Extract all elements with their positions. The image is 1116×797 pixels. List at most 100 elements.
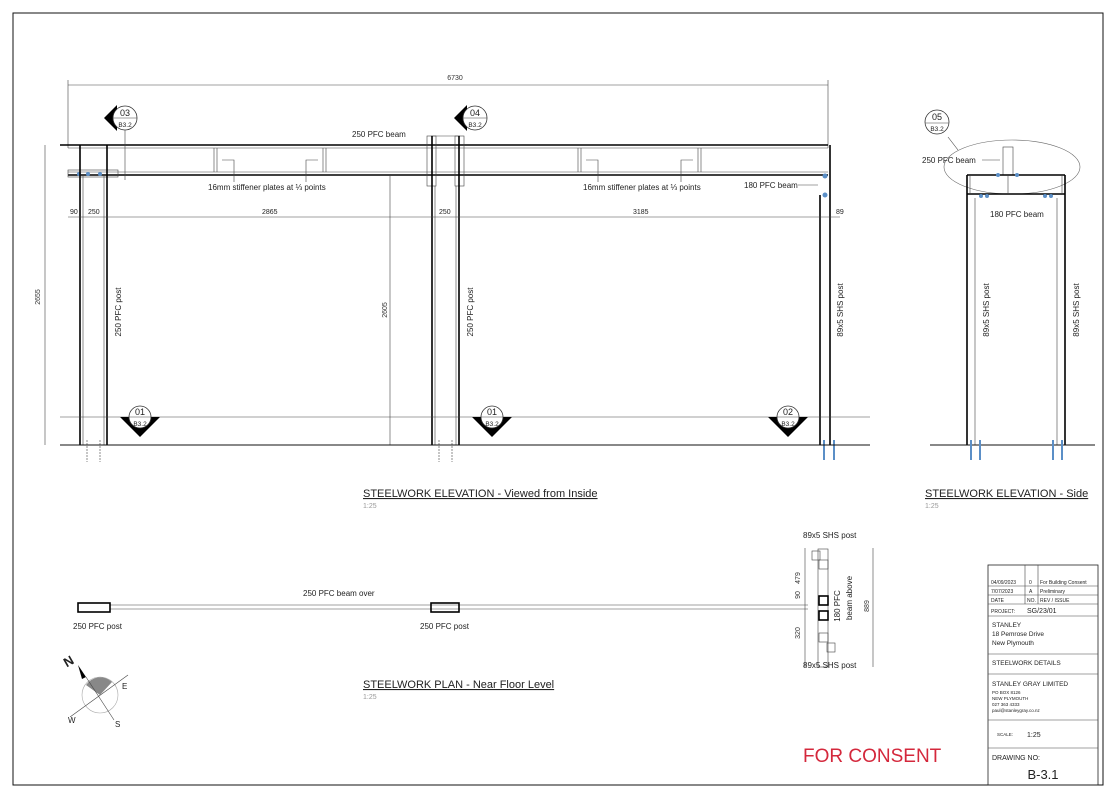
drawing-text: DATE (991, 598, 1005, 604)
plan-view: 250 PFC beam over 250 PFC post 250 PFC p… (73, 531, 874, 701)
side-beam-label: 180 PFC beam (990, 210, 1044, 219)
drawing-linework (680, 159, 693, 182)
drawing-text: N (61, 652, 77, 670)
drawing-linework (104, 105, 117, 131)
drawing-linework (79, 136, 831, 445)
drawing-linework (305, 159, 318, 182)
drawing-text: Preliminary (1040, 589, 1066, 595)
drawing-linework (78, 665, 86, 679)
dim-2865: 2865 (262, 209, 278, 216)
section-marker-03[interactable]: 03 B3.2 (104, 105, 138, 180)
drawing-linework (818, 595, 829, 606)
drawing-text: E (122, 682, 127, 691)
beam-label: 250 PFC beam (352, 130, 406, 139)
side-post-right: 89x5 SHS post (1072, 283, 1081, 337)
company-name: STANLEY GRAY LIMITED (992, 681, 1068, 688)
dim-250-mid: 250 (439, 209, 451, 216)
plan-dim-90: 90 (795, 591, 802, 599)
drawing-text: B3.2 (930, 126, 944, 133)
height-dim-inner: 2605 (382, 302, 389, 318)
drawing-linework (818, 632, 829, 643)
section-marker-01-left[interactable]: 01 B3.2 (120, 405, 160, 437)
drawing-linework (86, 677, 112, 695)
drawing-linework (1061, 440, 1063, 460)
drawing-linework (1049, 194, 1053, 198)
drawing-linework (77, 602, 111, 613)
drawing-linework (85, 676, 115, 721)
drawing-text: 01 (487, 407, 497, 417)
drawing-scale: 1:25 (1027, 732, 1041, 739)
drawing-text: 04 (470, 108, 480, 118)
drawing-text: B3.2 (485, 421, 499, 428)
stiffener-label-right: 16mm stiffener plates at ⅓ points (583, 183, 701, 192)
drawing-linework (222, 159, 235, 182)
drawing-text: 03 (120, 108, 130, 118)
drawing-linework (826, 642, 836, 653)
sheet-border (12, 12, 1104, 786)
post-label-mid: 250 PFC post (466, 287, 475, 337)
drawing-text: NEW PLYMOUTH (992, 696, 1028, 701)
end-beam-label: 180 PFC beam (744, 181, 798, 190)
drawing-text: New Plymouth (992, 640, 1034, 647)
post-label-left: 250 PFC post (114, 287, 123, 337)
section-marker-04[interactable]: 04 B3.2 (454, 105, 488, 131)
drawing-text: STANLEY (992, 622, 1022, 629)
drawing-linework (979, 173, 1053, 198)
drawing-linework (833, 440, 835, 460)
drawing-number: B-3.1 (1027, 767, 1058, 782)
drawing-linework: STANLEY 18 Pemrose Drive New Plymouth ST… (992, 622, 1068, 688)
drawing-linework (586, 159, 599, 182)
drawing-text: B3.2 (468, 122, 482, 129)
drawing-linework (86, 172, 90, 176)
drawing-text: For Building Consent (1040, 580, 1087, 586)
drawing-text: B3.2 (118, 122, 132, 129)
section-marker-05[interactable]: 05 B3.2 (924, 109, 950, 135)
drawing-linework (77, 172, 828, 198)
drawing-linework (1052, 440, 1054, 460)
drawing-linework (86, 440, 453, 462)
plan-shs-top: 89x5 SHS post (803, 531, 857, 540)
drawing-text: 04/09/2023 (991, 580, 1016, 586)
drawing-text: 01 (135, 407, 145, 417)
drawing-linework (966, 175, 1066, 445)
drawing-linework (822, 192, 828, 198)
drawing-text: SCALE: (997, 732, 1013, 737)
project-number: SG/23/01 (1027, 608, 1057, 615)
plan-title: STEELWORK PLAN - Near Floor Level (363, 679, 554, 691)
drawing-text: PROJECT: (991, 609, 1015, 615)
plan-post-mid: 250 PFC post (420, 622, 470, 631)
drawing-text: 7/07/2023 (991, 589, 1013, 595)
drawing-linework (823, 440, 835, 460)
elevation-side: 05 B3.2 250 PFC beam 180 PFC beam 89x5 S… (922, 109, 1095, 510)
drawing-linework (943, 139, 1081, 195)
drawing-text: REV / ISSUE (1040, 598, 1070, 604)
drawing-text: 0 (1029, 580, 1032, 586)
height-dim-outer: 2655 (35, 289, 42, 305)
drawing-linework (811, 550, 821, 561)
compass-icon: N E S W (61, 652, 129, 729)
drawing-text: 02 (783, 407, 793, 417)
drawing-linework (974, 198, 1058, 445)
drawing-linework (817, 548, 829, 668)
drawing-linework (818, 610, 829, 621)
drawing-linework: 04/09/2023 0 For Building Consent 7/07/2… (991, 580, 1087, 615)
drawing-text: B3.2 (133, 421, 147, 428)
plan-dim-320: 320 (795, 627, 802, 639)
drawing-text: NO. (1027, 598, 1036, 604)
section-marker-01-mid[interactable]: 01 B3.2 (472, 405, 512, 437)
drawing-linework (430, 602, 460, 613)
drawing-linework: PO BOX 8126 NEW PLYMOUTH 027 363 4333 pa… (992, 690, 1041, 737)
overall-dimension: 6730 (447, 75, 463, 82)
drawing-text: 18 Pemrose Drive (992, 631, 1044, 638)
for-consent-stamp: FOR CONSENT (803, 746, 942, 767)
side-post-left: 89x5 SHS post (982, 283, 991, 337)
elevation-side-title: STEELWORK ELEVATION - Side (925, 488, 1088, 500)
drawing-linework (823, 440, 825, 460)
drawing-text: 05 (932, 112, 942, 122)
plan-beam-label: 250 PFC beam over (303, 589, 375, 598)
plan-dim-889: 889 (864, 600, 871, 612)
plan-shs-bottom: 89x5 SHS post (803, 661, 857, 670)
section-marker-02[interactable]: 02 B3.2 (768, 405, 808, 437)
drawing-linework (979, 194, 983, 198)
drawing-linework (996, 173, 1000, 177)
